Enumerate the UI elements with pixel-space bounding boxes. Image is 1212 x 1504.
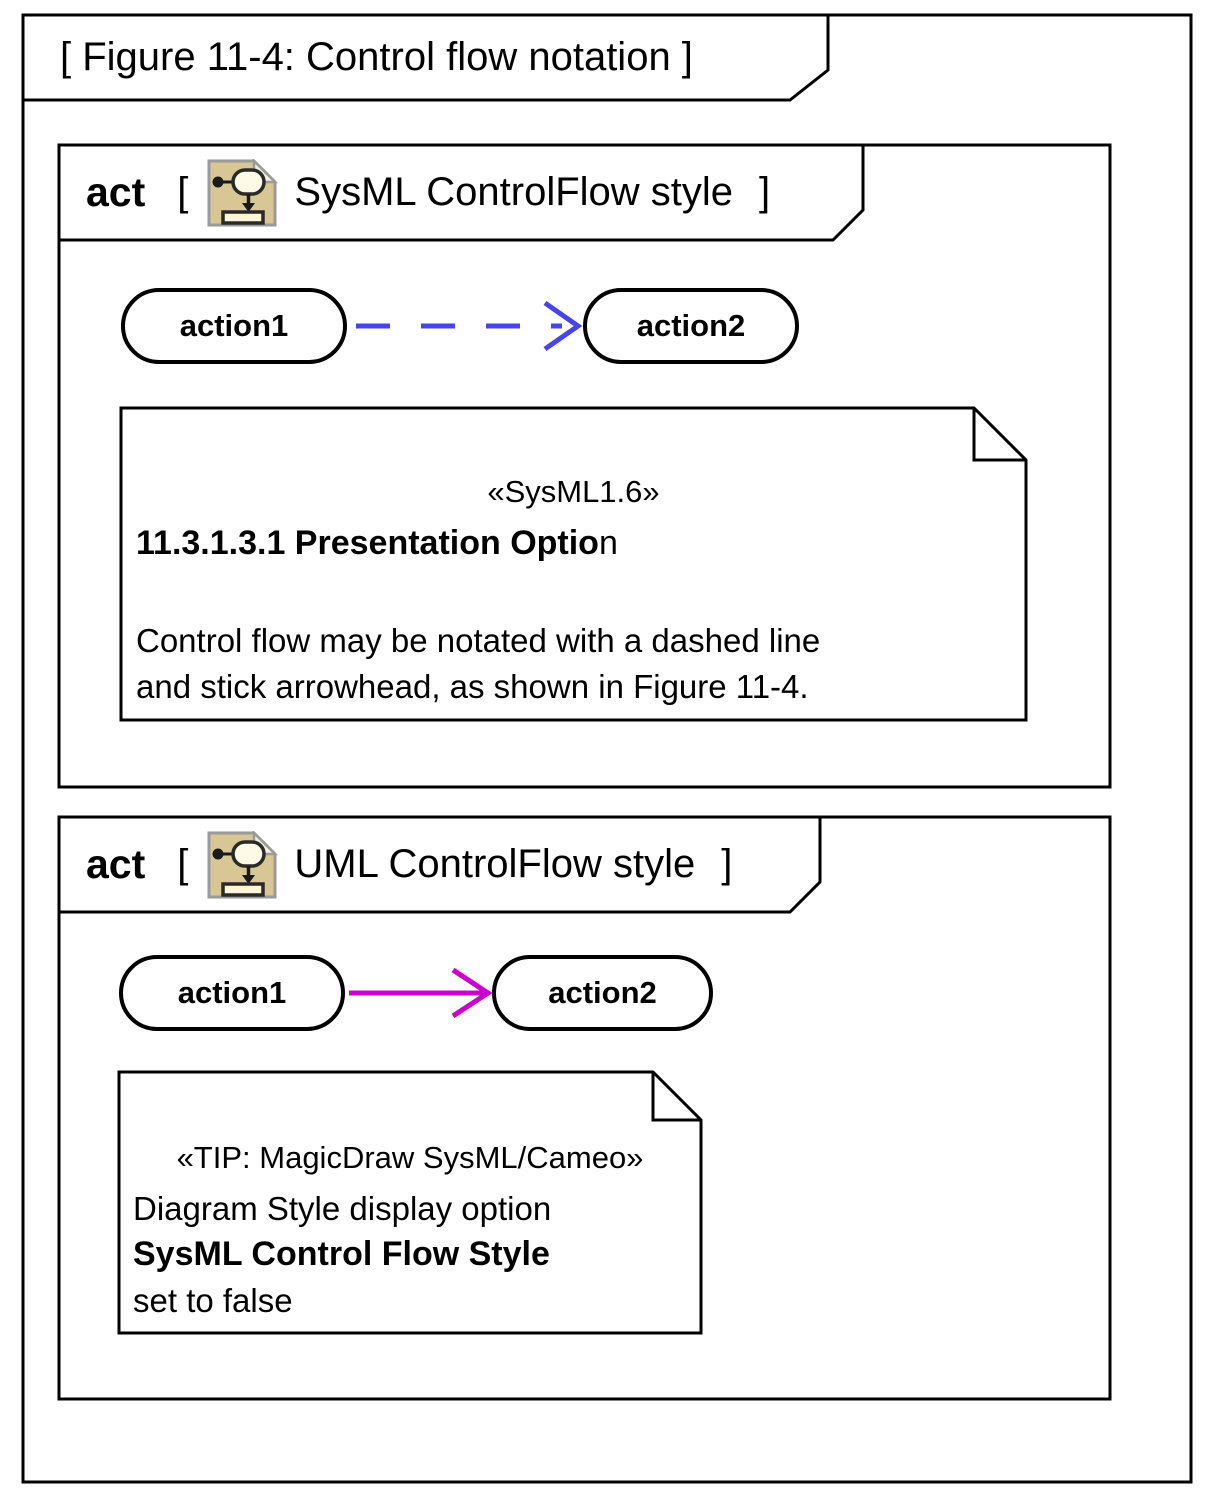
action-node: action2	[583, 288, 799, 364]
open-bracket: [	[177, 842, 189, 886]
close-bracket: ]	[759, 170, 771, 214]
figure-title-tab	[21, 13, 830, 102]
note-body: Control flow may be notated with a dashe…	[136, 618, 820, 710]
note-body-line: and stick arrowhead, as shown in Figure …	[136, 668, 809, 705]
action-node: action1	[121, 288, 347, 364]
note-heading: 11.3.1.3.1 Presentation Option	[136, 524, 618, 563]
note-body-line-bold: SysML Control Flow Style	[133, 1235, 550, 1273]
control-flow-dashed-arrow	[356, 300, 583, 352]
close-bracket: ]	[721, 842, 733, 886]
note-body-line: set to false	[133, 1282, 293, 1319]
figure-title: [ Figure 11-4: Control flow notation ]	[60, 35, 693, 79]
stereotype-label: «TIP: MagicDraw SysML/Cameo»	[176, 1140, 644, 1175]
frame-name: UML ControlFlow style	[294, 842, 696, 886]
act-keyword: act	[86, 169, 146, 215]
stick-arrowhead-icon	[451, 967, 493, 1019]
action-node-icon	[231, 167, 267, 196]
initial-node-icon	[212, 848, 224, 859]
stick-arrowhead-icon	[543, 300, 583, 352]
note-tip-border	[117, 1070, 703, 1335]
arrowhead-icon	[242, 874, 256, 884]
note-body-line: Diagram Style display option	[133, 1190, 552, 1227]
activity-frame-uml-header: act [ UML ControlFlow style ]	[86, 817, 732, 912]
activity-frame-sysml-header: act [ SysML ControlFlow style ]	[86, 145, 770, 240]
note-fold-corner-icon	[972, 408, 1026, 462]
note-sysml-border	[119, 406, 1028, 722]
initial-node-icon	[212, 176, 224, 187]
control-flow-solid-arrow	[349, 967, 493, 1019]
object-node-icon	[221, 881, 266, 897]
object-node-icon	[221, 209, 266, 225]
open-bracket: [	[177, 170, 189, 214]
activity-diagram-icon	[207, 158, 279, 226]
action-node-icon	[231, 839, 267, 868]
note-heading-regular: n	[598, 524, 618, 562]
stereotype-label: «SysML1.6»	[487, 474, 660, 509]
note-fold-corner-icon	[651, 1072, 701, 1122]
note-heading-bold: 11.3.1.3.1 Presentation Optio	[136, 524, 599, 562]
frame-name: SysML ControlFlow style	[294, 170, 734, 214]
arrowhead-icon	[242, 202, 256, 212]
act-keyword: act	[86, 841, 146, 887]
activity-diagram-icon	[207, 830, 279, 898]
action-node: action2	[492, 955, 713, 1031]
action-node: action1	[119, 955, 345, 1031]
note-body-line: Control flow may be notated with a dashe…	[136, 622, 821, 659]
